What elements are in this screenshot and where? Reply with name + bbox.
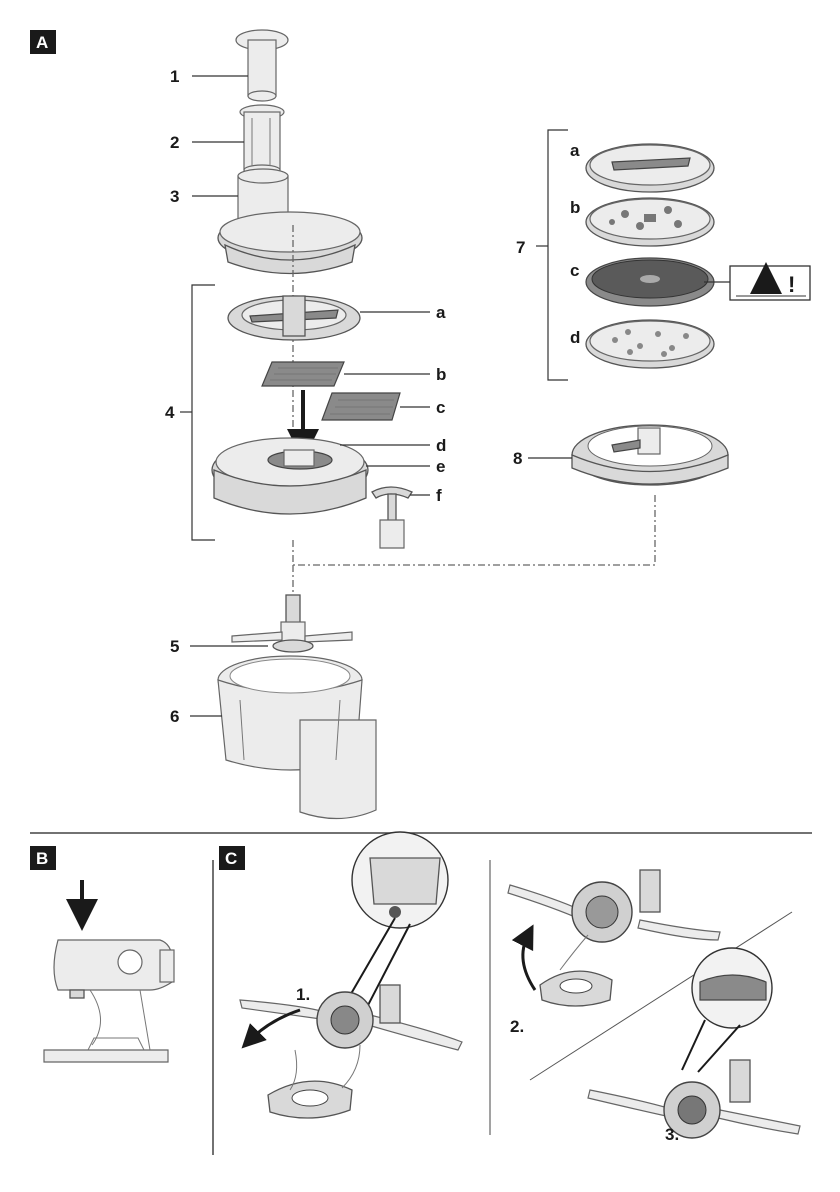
part-4f-cleaning-tool	[372, 487, 412, 548]
part-3-lid	[218, 169, 362, 274]
label-4d: d	[436, 436, 446, 455]
part-5-drive-shaft	[232, 595, 352, 652]
label-4a: a	[436, 303, 446, 322]
label-1: 1	[170, 67, 179, 86]
step-1-label: 1.	[296, 985, 310, 1004]
section-c-marker: C	[219, 846, 245, 870]
step-2-label: 2.	[510, 1017, 524, 1036]
step-2-illustration	[508, 870, 720, 1006]
label-4f: f	[436, 486, 442, 505]
section-a-marker: A	[30, 30, 56, 54]
label-2: 2	[170, 133, 179, 152]
part-4c-dicing-grid-small	[322, 393, 400, 420]
part-6-bowl	[218, 656, 376, 819]
part-7c-callout: !	[704, 266, 810, 300]
svg-text:B: B	[36, 849, 48, 868]
part-2-inner-pusher	[240, 105, 284, 175]
part-7d-grating-disc-extra-coarse	[586, 320, 714, 368]
label-7a: a	[570, 141, 580, 160]
svg-text:!: !	[788, 272, 795, 297]
step-3-label: 3.	[665, 1125, 679, 1144]
part-4d-dicing-base	[212, 438, 368, 514]
part-4a-slicing-blade	[228, 296, 360, 340]
part-1-pusher	[236, 30, 288, 101]
part-8-disc-holder	[572, 425, 728, 485]
label-8: 8	[513, 449, 522, 468]
label-4b: b	[436, 365, 446, 384]
part-7c-grating-disc-fine	[586, 258, 714, 306]
svg-text:A: A	[36, 33, 48, 52]
label-4e: e	[436, 457, 445, 476]
label-6: 6	[170, 707, 179, 726]
section-b-marker: B	[30, 846, 56, 870]
label-5: 5	[170, 637, 179, 656]
label-7b: b	[570, 198, 580, 217]
step-3-illustration	[588, 948, 800, 1138]
label-4: 4	[165, 403, 175, 422]
step-1-illustration	[240, 832, 462, 1118]
label-7d: d	[570, 328, 580, 347]
part-7a-slicing-disc	[586, 144, 714, 192]
part-7b-grating-disc-coarse	[586, 198, 714, 246]
svg-text:C: C	[225, 849, 237, 868]
label-7: 7	[516, 238, 525, 257]
section-b-machine-illustration	[44, 880, 174, 1062]
label-4c: c	[436, 398, 445, 417]
label-3: 3	[170, 187, 179, 206]
part-4b-dicing-grid	[262, 362, 344, 386]
label-7c: c	[570, 261, 579, 280]
